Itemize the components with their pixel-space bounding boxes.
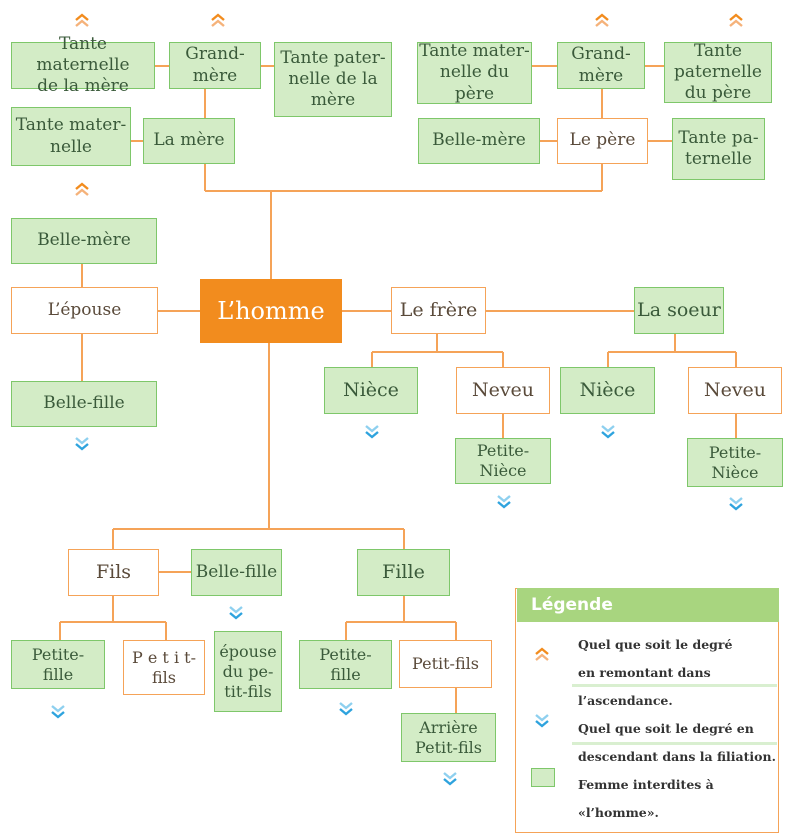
niece-1-node: Nièce	[324, 367, 418, 414]
legend-green-line-1: Femme interdites à	[578, 777, 714, 792]
legend-green-line-2: «l’homme».	[578, 805, 659, 820]
node-label: Tante paternelle du père	[674, 40, 762, 104]
double-chevron-down-icon	[339, 702, 353, 716]
grand-mere-maternelle-node: Grand- mère	[169, 42, 261, 89]
node-label: Tante mater- nelle du père	[419, 41, 530, 104]
double-chevron-up-icon	[729, 13, 743, 27]
double-chevron-up-icon	[211, 13, 225, 27]
niece-2-node: Nièce	[560, 367, 655, 414]
petite-fille-2-node: Petite- fille	[299, 640, 392, 689]
green-square-icon	[531, 768, 555, 787]
node-label: Grand- mère	[571, 44, 631, 86]
double-chevron-down-icon	[535, 714, 549, 728]
double-chevron-down-icon	[229, 606, 243, 620]
legend-up-line-3: l’ascendance.	[578, 693, 673, 708]
node-label: Grand- mère	[185, 44, 245, 86]
petite-fille-1-node: Petite- fille	[11, 640, 105, 689]
node-label: P e t i t- fils	[132, 647, 196, 687]
legend-down-line-2: descendant dans la filiation.	[578, 749, 776, 764]
legend-divider	[572, 684, 777, 687]
petit-fils-2-node: Petit-fils	[399, 640, 492, 688]
node-label: La mère	[153, 130, 225, 151]
node-label: Petit-fils	[412, 654, 479, 673]
tante-maternelle-de-la-mere-node: Tante maternelle de la mère	[11, 34, 155, 96]
node-label: Belle-mère	[37, 230, 131, 251]
neveu-1-node: Neveu	[456, 367, 550, 414]
node-label: Fille	[382, 560, 425, 583]
tante-paternelle-du-pere-node: Tante paternelle du père	[664, 40, 772, 104]
double-chevron-up-icon	[75, 13, 89, 27]
petite-niece-2-node: Petite- Nièce	[687, 438, 783, 487]
node-label: L’homme	[217, 297, 325, 325]
fils-node: Fils	[68, 549, 159, 596]
node-label: Tante pa- ternelle	[678, 127, 759, 169]
legend-title: Légende	[517, 588, 779, 622]
epouse-node: L’épouse	[11, 287, 158, 334]
node-label: Le frère	[399, 298, 478, 321]
tante-paternelle-de-la-mere-node: Tante pater- nelle de la mère	[274, 42, 392, 117]
node-label: La soeur	[637, 298, 721, 321]
lhomme-center-node: L’homme	[200, 279, 342, 343]
double-chevron-up-icon	[595, 13, 609, 27]
node-label: Tante maternelle de la mère	[36, 33, 130, 97]
node-label: Petite- Nièce	[708, 442, 762, 482]
belle-fille-epouse-node: Belle-fille	[11, 381, 157, 427]
double-chevron-down-icon	[51, 705, 65, 719]
le-pere-node: Le père	[557, 118, 648, 164]
node-label: Petite- Nièce	[476, 441, 530, 480]
node-label: Neveu	[703, 378, 767, 401]
double-chevron-up-icon	[75, 182, 89, 196]
node-label: Tante mater- nelle	[15, 115, 127, 157]
arriere-petit-fils-node: Arrière Petit-fils	[401, 713, 496, 762]
belle-fille-fils-node: Belle-fille	[191, 549, 282, 596]
belle-mere-node: Belle-mère	[11, 218, 157, 264]
double-chevron-up-icon	[535, 647, 549, 661]
fille-node: Fille	[357, 549, 450, 596]
node-label: Nièce	[579, 378, 636, 401]
node-label: Petite- fille	[31, 644, 85, 684]
tante-paternelle-node: Tante pa- ternelle	[672, 118, 765, 180]
double-chevron-down-icon	[443, 772, 457, 786]
legend-up-line-1: Quel que soit le degré	[578, 637, 733, 652]
petite-niece-1-node: Petite- Nièce	[455, 438, 551, 484]
legend-divider	[572, 742, 777, 745]
double-chevron-down-icon	[75, 437, 89, 451]
grand-mere-paternelle-node: Grand- mère	[557, 42, 645, 89]
node-label: Le père	[569, 130, 636, 151]
legend-panel	[515, 588, 779, 833]
petit-fils-1-node: P e t i t- fils	[123, 640, 205, 695]
double-chevron-down-icon	[497, 495, 511, 509]
legend-up-line-2: en remontant dans	[578, 665, 711, 680]
node-label: L’épouse	[47, 299, 122, 320]
node-label: Arrière Petit-fils	[415, 717, 482, 757]
node-label: Belle-fille	[195, 561, 278, 582]
la-mere-node: La mère	[143, 118, 235, 164]
le-frere-node: Le frère	[391, 287, 486, 334]
legend-down-line-1: Quel que soit le degré en	[578, 721, 754, 736]
neveu-2-node: Neveu	[688, 367, 782, 414]
epouse-du-petit-fils-node: épouse du pe- tit-fils	[214, 631, 282, 712]
node-label: Belle-mère	[432, 130, 526, 151]
double-chevron-down-icon	[365, 425, 379, 439]
node-label: Belle-fille	[43, 393, 125, 414]
tante-maternelle-node: Tante mater- nelle	[11, 107, 131, 166]
node-label: épouse du pe- tit-fils	[219, 641, 277, 701]
tante-maternelle-du-pere-node: Tante mater- nelle du père	[417, 41, 532, 104]
node-label: Petite- fille	[319, 644, 372, 684]
double-chevron-down-icon	[601, 425, 615, 439]
node-label: Nièce	[343, 378, 399, 401]
node-label: Neveu	[471, 378, 535, 401]
belle-mere-pere-node: Belle-mère	[418, 118, 540, 164]
double-chevron-down-icon	[729, 497, 743, 511]
node-label: Tante pater- nelle de la mère	[280, 47, 386, 111]
la-soeur-node: La soeur	[634, 287, 724, 334]
node-label: Fils	[95, 560, 132, 583]
